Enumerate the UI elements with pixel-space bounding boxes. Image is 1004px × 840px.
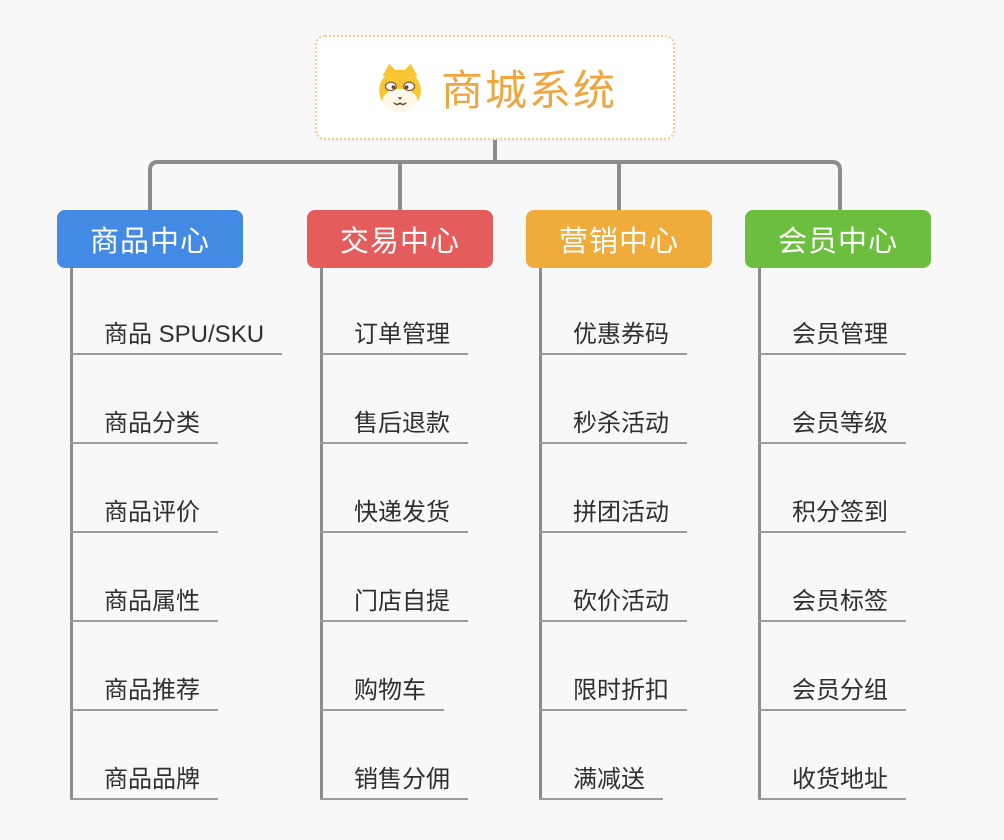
leaf-label: 砍价活动 <box>573 588 669 615</box>
leaf-label: 收货地址 <box>792 766 888 793</box>
leaf-node[interactable]: 商品属性 <box>70 574 218 622</box>
leaf-label: 商品品牌 <box>104 766 200 793</box>
branch-node[interactable]: 交易中心 <box>307 210 493 268</box>
leaf-node[interactable]: 门店自提 <box>320 574 468 622</box>
leaf-label: 会员等级 <box>792 410 888 437</box>
leaf-node[interactable]: 限时折扣 <box>539 663 687 711</box>
root-connector <box>148 140 842 210</box>
leaf-label: 门店自提 <box>354 588 450 615</box>
leaf-label: 商品分类 <box>104 410 200 437</box>
leaf-label: 会员标签 <box>792 588 888 615</box>
leaf-label: 拼团活动 <box>573 499 669 526</box>
leaf-label: 订单管理 <box>354 321 450 348</box>
leaf-node[interactable]: 商品分类 <box>70 396 218 444</box>
branch-label: 商品中心 <box>89 226 210 258</box>
leaf-label: 商品 SPU/SKU <box>104 321 265 348</box>
branch-label: 会员中心 <box>777 226 898 258</box>
leaf-node[interactable]: 秒杀活动 <box>539 396 687 444</box>
leaf-label: 商品评价 <box>104 499 200 526</box>
leaf-node[interactable]: 收货地址 <box>758 752 906 800</box>
leaf-label: 销售分佣 <box>354 766 450 793</box>
leaf-node[interactable]: 订单管理 <box>320 307 468 355</box>
leaf-label: 优惠券码 <box>573 321 669 348</box>
leaf-node[interactable]: 购物车 <box>320 663 444 711</box>
leaf-label: 满减送 <box>573 766 645 793</box>
branch-node[interactable]: 营销中心 <box>526 210 712 268</box>
branch-node[interactable]: 商品中心 <box>57 210 243 268</box>
leaf-node[interactable]: 商品 SPU/SKU <box>70 307 283 355</box>
leaf-label: 售后退款 <box>354 410 450 437</box>
leaf-node[interactable]: 商品品牌 <box>70 752 218 800</box>
leaf-node[interactable]: 销售分佣 <box>320 752 468 800</box>
leaf-node[interactable]: 快递发货 <box>320 485 468 533</box>
branch-label: 交易中心 <box>339 226 460 258</box>
leaf-node[interactable]: 会员标签 <box>758 574 906 622</box>
branch-node[interactable]: 会员中心 <box>745 210 931 268</box>
leaf-label: 会员管理 <box>792 321 888 348</box>
leaf-label: 积分签到 <box>792 499 888 526</box>
leaf-label: 购物车 <box>354 677 426 704</box>
leaf-node[interactable]: 积分签到 <box>758 485 906 533</box>
leaf-node[interactable]: 拼团活动 <box>539 485 687 533</box>
leaf-node[interactable]: 会员管理 <box>758 307 906 355</box>
leaf-node[interactable]: 满减送 <box>539 752 663 800</box>
root-node[interactable]: 商城系统 <box>315 35 675 140</box>
leaf-node[interactable]: 会员等级 <box>758 396 906 444</box>
leaf-node[interactable]: 商品评价 <box>70 485 218 533</box>
branch-label: 营销中心 <box>558 226 679 258</box>
leaf-label: 商品推荐 <box>104 677 200 704</box>
leaf-label: 秒杀活动 <box>573 410 669 437</box>
leaf-label: 限时折扣 <box>573 677 669 704</box>
leaf-node[interactable]: 售后退款 <box>320 396 468 444</box>
root-title: 商城系统 <box>440 67 617 114</box>
leaf-node[interactable]: 砍价活动 <box>539 574 687 622</box>
leaf-label: 快递发货 <box>354 499 450 526</box>
leaf-label: 商品属性 <box>104 588 200 615</box>
leaf-node[interactable]: 商品推荐 <box>70 663 218 711</box>
leaf-node[interactable]: 会员分组 <box>758 663 906 711</box>
leaf-node[interactable]: 优惠券码 <box>539 307 687 355</box>
dog-face-icon <box>379 63 421 112</box>
leaf-label: 会员分组 <box>792 677 888 704</box>
